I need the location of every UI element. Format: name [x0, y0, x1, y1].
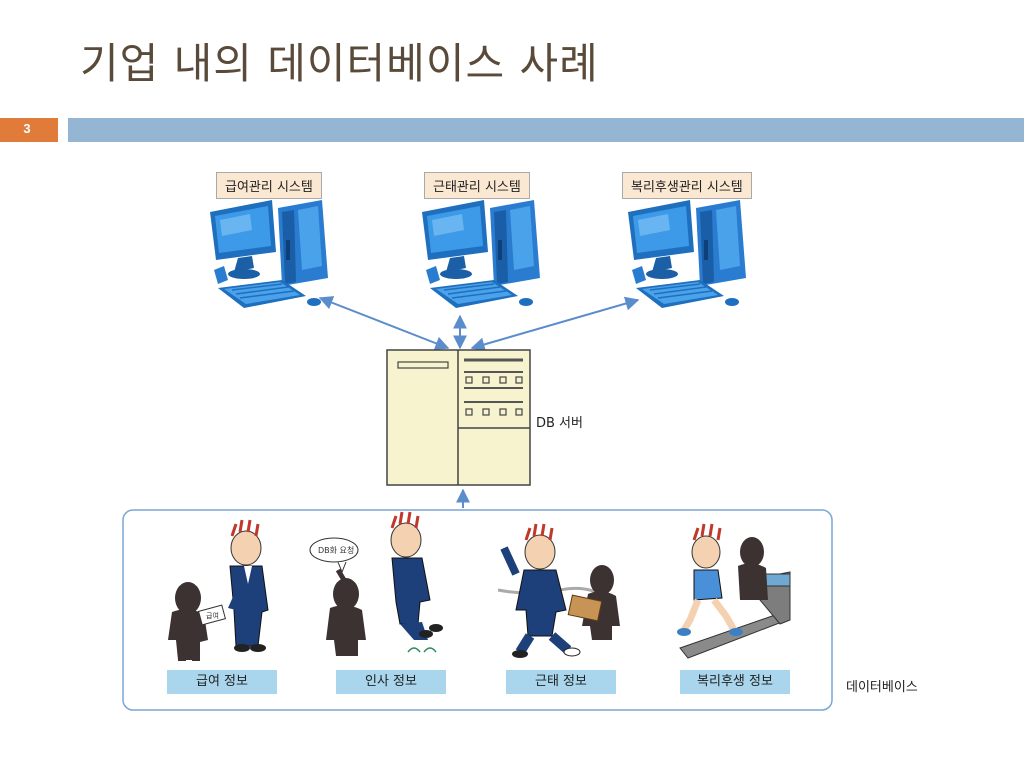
database-container [122, 509, 833, 711]
page-title: 기업 내의 데이터베이스 사례 [80, 39, 599, 88]
connection-arrows [318, 296, 640, 508]
system-label-attendance: 근태관리 시스템 [424, 172, 530, 199]
computer-icon [421, 199, 541, 309]
welfare-scene-illustration [677, 523, 791, 659]
system-label-welfare: 복리후생관리 시스템 [622, 172, 752, 199]
info-label-payroll: 급여 정보 [167, 670, 277, 694]
db-server-label: DB 서버 [536, 416, 583, 431]
hr-scene-illustration: DB화 요청 [309, 511, 443, 656]
computer-icon [209, 199, 329, 309]
system-label-payroll: 급여관리 시스템 [216, 172, 322, 199]
info-label-attendance: 근태 정보 [506, 670, 616, 694]
header-bar [68, 118, 1024, 142]
database-label: 데이터베이스 [846, 680, 918, 695]
info-label-welfare: 복리후생 정보 [680, 670, 790, 694]
info-label-hr: 인사 정보 [336, 670, 446, 694]
payroll-scene-illustration: 급여 [168, 519, 269, 661]
attendance-scene-illustration [497, 523, 620, 658]
db-server-icon [386, 349, 531, 486]
speech-bubble-text: DB화 요청 [318, 546, 354, 555]
computer-icon [627, 199, 747, 309]
paper-text: 급여 [206, 611, 219, 620]
page-number: 3 [0, 118, 58, 142]
